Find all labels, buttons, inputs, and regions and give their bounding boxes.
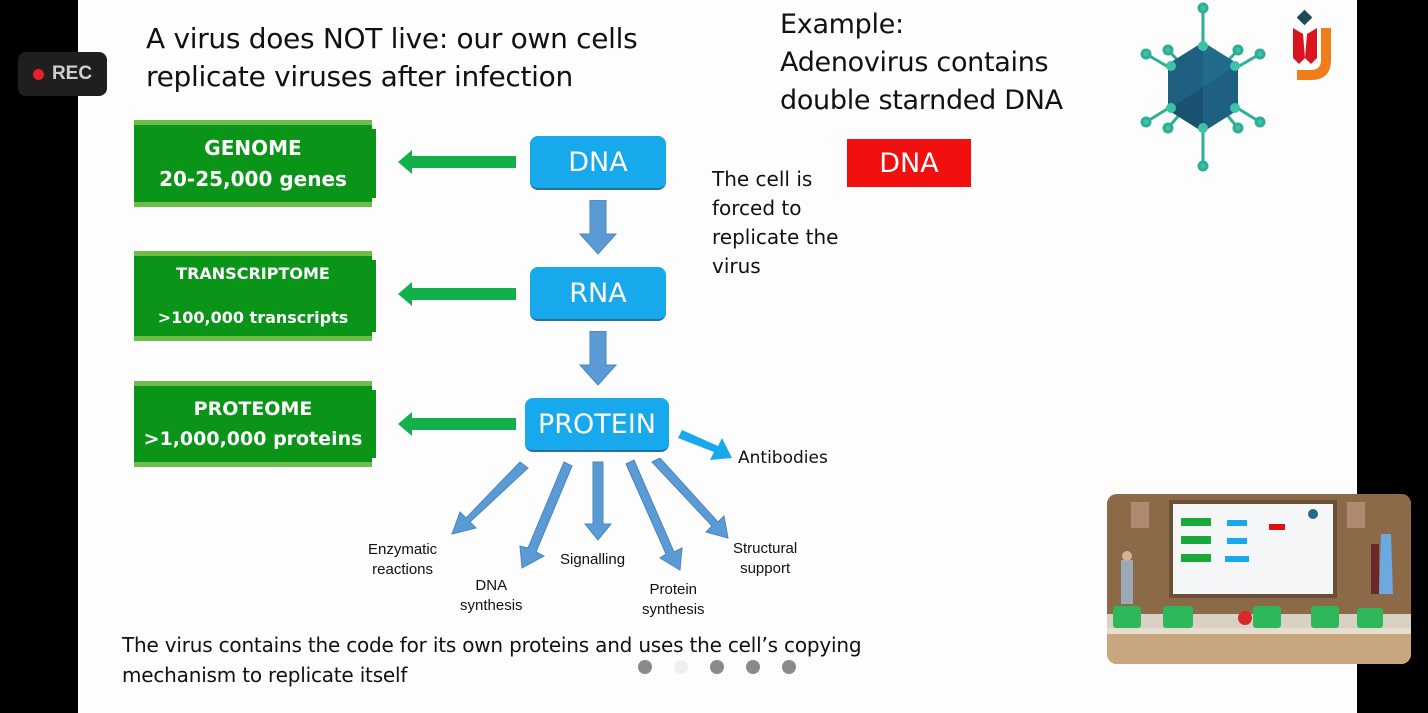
structural-arrow-icon <box>651 458 729 539</box>
record-dot-icon <box>32 68 44 80</box>
genome-detail: 20-25,000 genes <box>159 166 347 191</box>
example-line-1: Example: <box>780 9 904 40</box>
page-dot-1[interactable] <box>638 660 652 674</box>
transcriptome-arrow-icon <box>398 282 516 306</box>
page-dot-5[interactable] <box>782 660 796 674</box>
protein-function-arrows <box>451 458 729 571</box>
university-logo-icon <box>1293 10 1331 80</box>
rna-box: RNA <box>530 267 666 321</box>
protein-box: PROTEIN <box>525 398 669 452</box>
rna-to-protein-arrow-icon <box>578 331 618 386</box>
example-line-2: Adenovirus contains <box>780 47 1049 78</box>
proteome-box: PROTEOME >1,000,000 proteins <box>134 381 376 467</box>
page-dot-2[interactable] <box>674 660 688 674</box>
dna-to-rna-arrow-icon <box>578 200 618 255</box>
proteome-title: PROTEOME <box>193 398 313 420</box>
transcriptome-box: TRANSCRIPTOME >100,000 transcripts <box>134 251 376 341</box>
transcriptome-title: TRANSCRIPTOME <box>176 264 330 283</box>
recording-label: REC <box>51 63 93 84</box>
title-line-2: replicate viruses after infection <box>146 60 573 93</box>
slide-title: A virus does NOT live: our own cells rep… <box>146 20 638 96</box>
adenovirus-icon <box>1140 2 1266 172</box>
title-line-1: A virus does NOT live: our own cells <box>146 22 638 55</box>
protein-synthesis-arrow-icon <box>625 459 683 571</box>
proteome-detail: >1,000,000 proteins <box>143 428 363 450</box>
proteome-arrow-icon <box>398 412 516 436</box>
example-text: Example: Adenovirus contains double star… <box>780 6 1063 120</box>
genome-title: GENOME <box>204 135 302 160</box>
page-dot-3[interactable] <box>710 660 724 674</box>
example-line-3: double starnded DNA <box>780 85 1063 116</box>
recording-indicator: REC <box>18 52 107 96</box>
dna-synthesis-arrow-icon <box>519 461 573 569</box>
signalling-arrow-icon <box>583 461 613 541</box>
cell-note: The cell is forced to replicate the viru… <box>712 167 839 278</box>
genome-arrow-icon <box>398 150 516 174</box>
genome-box: GENOME 20-25,000 genes <box>134 120 376 207</box>
auditorium-scene <box>1107 494 1411 664</box>
page-dot-4[interactable] <box>746 660 760 674</box>
antibodies-arrow-icon <box>678 430 732 460</box>
function-label-signalling: Signalling <box>560 551 626 568</box>
transcriptome-detail: >100,000 transcripts <box>157 308 349 327</box>
enzymatic-arrow-icon <box>451 461 529 535</box>
slide-footer-text: The virus contains the code for its own … <box>122 633 862 687</box>
antibodies-label: Antibodies <box>738 448 828 468</box>
speaker-video-thumbnail[interactable] <box>1107 494 1411 664</box>
presentation-slide: A virus does NOT live: our own cells rep… <box>78 0 1357 713</box>
dna-box: DNA <box>530 136 666 190</box>
viral-dna-badge: DNA <box>847 139 971 187</box>
slide-pagination <box>638 660 796 674</box>
